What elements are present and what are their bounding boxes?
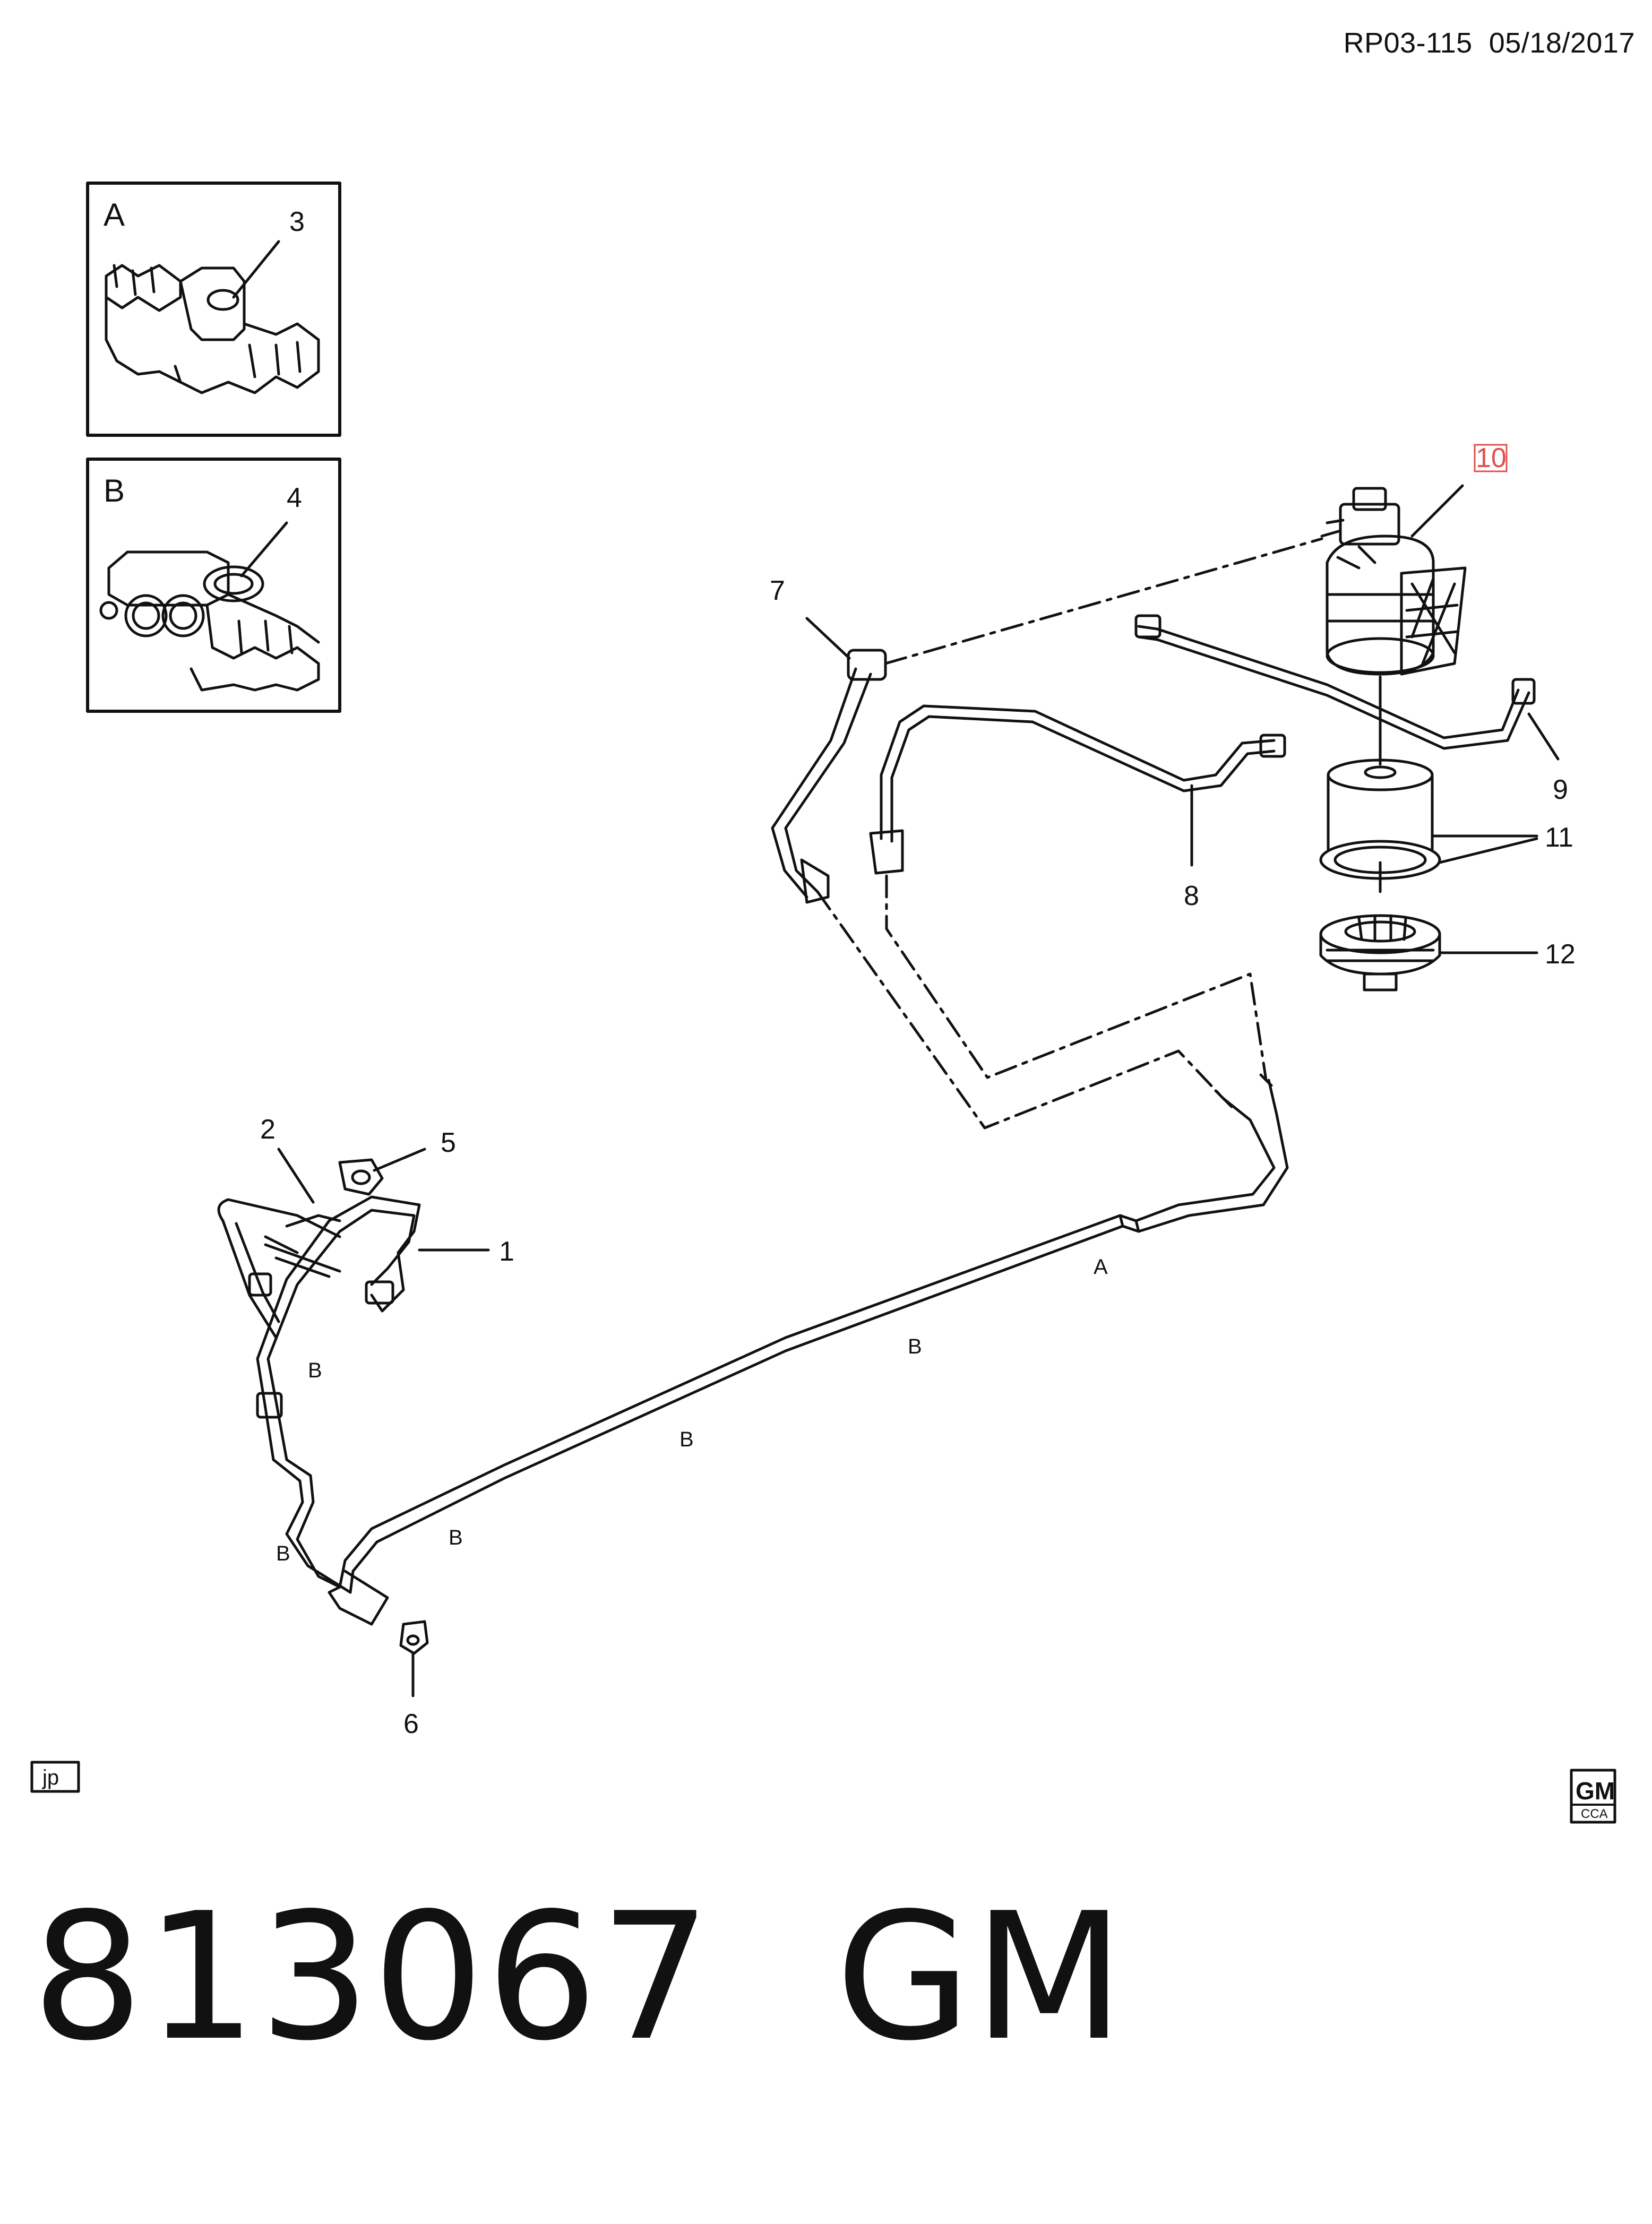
callout-4: 4 <box>287 482 302 513</box>
callout-3: 3 <box>289 206 305 237</box>
header-ref: RP03-115 05/18/2017 <box>1263 27 1635 59</box>
brand-name: GM <box>835 1875 1127 2079</box>
leader-9 <box>1527 712 1560 761</box>
pipe-7 <box>771 649 887 904</box>
callout-12: 12 <box>1545 939 1576 970</box>
leader-10 <box>1410 484 1464 538</box>
inset-a-leader <box>232 240 280 299</box>
gm-logo-subtext: CCA <box>1581 1807 1608 1821</box>
inset-a-frame <box>86 182 341 437</box>
clip-a-illustration <box>105 264 320 394</box>
drain-cap-illustration <box>1319 914 1441 992</box>
clip-b-illustration <box>99 550 320 692</box>
clip-6-illustration <box>399 1620 429 1655</box>
line-label-b-3: B <box>449 1526 463 1549</box>
main-fuel-lines <box>338 1073 1289 1594</box>
callout-2: 2 <box>260 1114 276 1145</box>
callout-6: 6 <box>403 1709 419 1739</box>
callout-8: 8 <box>1184 881 1199 911</box>
jp-tag-frame <box>30 1761 80 1793</box>
inset-b-letter: B <box>104 473 125 508</box>
callout-1: 1 <box>499 1236 514 1267</box>
leader-5 <box>373 1148 426 1172</box>
dash-7-to-10 <box>884 537 1323 665</box>
part-number: 813067 <box>32 1875 713 2079</box>
inset-b-frame <box>86 458 341 713</box>
clip-5-illustration <box>338 1158 384 1196</box>
pipe-9 <box>1134 614 1536 750</box>
filter-housing-illustration <box>1320 487 1467 676</box>
callout-9: 9 <box>1553 774 1568 805</box>
filter-element-illustration <box>1319 675 1441 893</box>
inset-a-letter: A <box>104 197 125 232</box>
callout-10-highlight <box>1474 444 1508 472</box>
callout-10: 10 <box>1476 443 1507 473</box>
callout-5: 5 <box>441 1127 456 1158</box>
diagram-ref-code: RP03-115 <box>1343 27 1473 59</box>
line-label-b-2: B <box>679 1428 694 1451</box>
jp-tag: jp <box>42 1766 59 1789</box>
gm-logo-frame <box>1570 1769 1616 1824</box>
diagram-date: 05/18/2017 <box>1488 27 1635 59</box>
engine-side-lines <box>217 1195 421 1626</box>
leader-2 <box>277 1148 315 1204</box>
leader-7 <box>805 617 851 660</box>
line-label-b-1: B <box>908 1335 922 1358</box>
callout-11: 11 <box>1545 822 1573 853</box>
pipe-8 <box>869 704 1286 875</box>
line-label-a: A <box>1094 1255 1108 1279</box>
dash-lower-left <box>816 890 1225 1130</box>
dash-lower-right <box>885 874 1268 1082</box>
gm-logo-text: GM <box>1576 1777 1615 1805</box>
line-label-b-5: B <box>276 1542 290 1565</box>
inset-b-leader <box>240 521 288 577</box>
leader-11b <box>1438 837 1538 864</box>
line-label-b-4: B <box>308 1359 322 1382</box>
callout-7: 7 <box>770 575 785 606</box>
